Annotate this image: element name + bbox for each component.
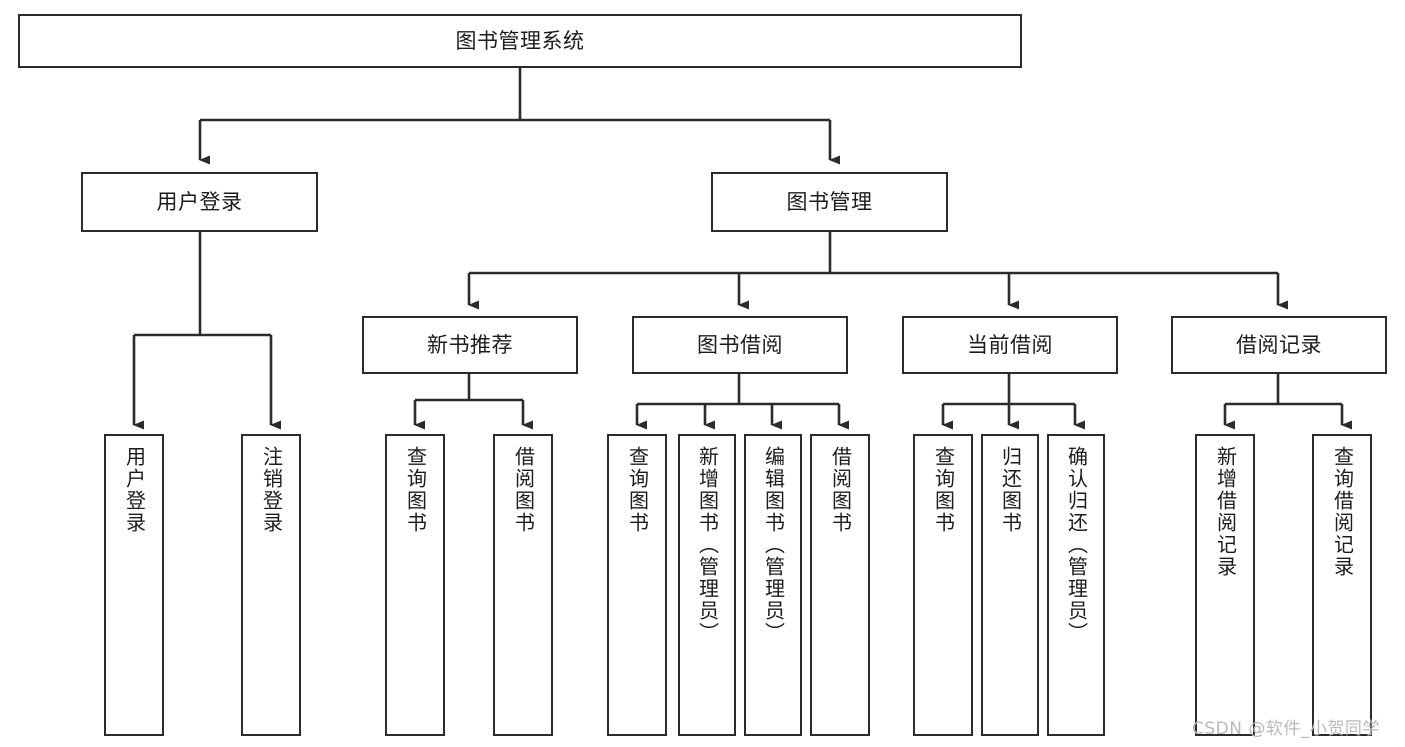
node-label: 用户登录 xyxy=(122,446,147,534)
node-label: 新书推荐 xyxy=(427,332,513,357)
node-leaf-current-borrow-confirm-return[interactable]: 确认归还（管理员） xyxy=(1047,434,1105,736)
node-leaf-current-borrow-return[interactable]: 归还图书 xyxy=(981,434,1039,736)
node-label: 查询图书 xyxy=(931,446,956,534)
node-label: 查询图书 xyxy=(625,446,650,534)
node-label: 确认归还（管理员） xyxy=(1064,446,1089,644)
node-label: 图书管理 xyxy=(786,189,873,214)
node-label: 新增借阅记录 xyxy=(1213,446,1238,578)
node-book-borrow[interactable]: 图书借阅 xyxy=(632,316,848,374)
node-user-login[interactable]: 用户登录 xyxy=(81,172,318,232)
node-leaf-book-borrow-edit[interactable]: 编辑图书（管理员） xyxy=(744,434,802,736)
node-leaf-new-book-borrow[interactable]: 借阅图书 xyxy=(493,434,553,736)
node-label: 图书管理系统 xyxy=(455,28,585,53)
node-leaf-user-login-login[interactable]: 用户登录 xyxy=(104,434,164,736)
csdn-watermark: CSDN @软件_小贺同学 xyxy=(1192,719,1380,739)
node-label: 新增图书（管理员） xyxy=(695,446,720,644)
node-leaf-new-book-query[interactable]: 查询图书 xyxy=(385,434,445,736)
node-root-book-management-system[interactable]: 图书管理系统 xyxy=(18,14,1022,68)
node-label: 归还图书 xyxy=(998,446,1023,534)
node-label: 编辑图书（管理员） xyxy=(761,446,786,644)
node-label: 查询借阅记录 xyxy=(1330,446,1355,578)
node-label: 查询图书 xyxy=(403,446,428,534)
node-current-borrow[interactable]: 当前借阅 xyxy=(902,316,1118,374)
node-leaf-user-login-logout[interactable]: 注销登录 xyxy=(241,434,301,736)
node-label: 当前借阅 xyxy=(967,332,1053,357)
node-label: 借阅图书 xyxy=(828,446,853,534)
node-leaf-borrow-record-add[interactable]: 新增借阅记录 xyxy=(1195,434,1255,736)
node-new-book-recommend[interactable]: 新书推荐 xyxy=(362,316,578,374)
node-label: 注销登录 xyxy=(259,446,284,534)
node-leaf-book-borrow-borrow[interactable]: 借阅图书 xyxy=(810,434,870,736)
node-leaf-borrow-record-query[interactable]: 查询借阅记录 xyxy=(1312,434,1372,736)
node-label: 借阅图书 xyxy=(511,446,536,534)
node-label: 借阅记录 xyxy=(1236,332,1322,357)
node-book-management[interactable]: 图书管理 xyxy=(711,172,948,232)
node-borrow-record[interactable]: 借阅记录 xyxy=(1171,316,1387,374)
node-label: 用户登录 xyxy=(156,189,243,214)
node-label: 图书借阅 xyxy=(697,332,783,357)
node-leaf-book-borrow-query[interactable]: 查询图书 xyxy=(607,434,667,736)
node-leaf-current-borrow-query[interactable]: 查询图书 xyxy=(913,434,973,736)
node-leaf-book-borrow-add[interactable]: 新增图书（管理员） xyxy=(678,434,736,736)
